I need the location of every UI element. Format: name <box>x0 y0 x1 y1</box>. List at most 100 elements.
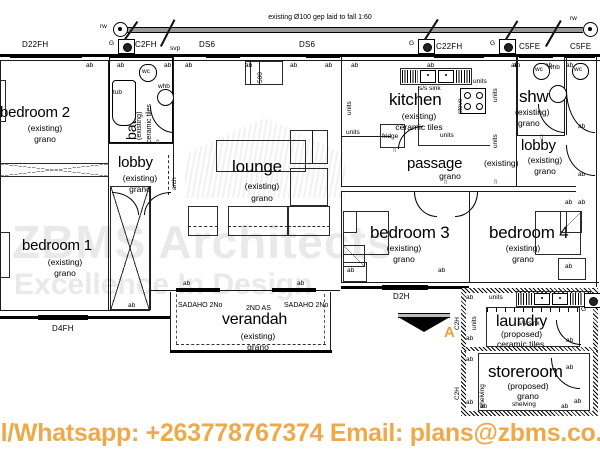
storeroom-inner-box <box>478 353 590 411</box>
wall-shw-left <box>517 57 518 135</box>
wall-bed3-left <box>341 192 342 282</box>
wall-hatch-top <box>461 288 598 293</box>
wall-verandah-right <box>330 292 331 350</box>
room-label-lounge: lounge <box>232 157 282 176</box>
fridge-label: fridge <box>382 133 399 140</box>
bed-furniture-3 <box>343 211 389 255</box>
bed4-unit <box>558 258 586 280</box>
room-finish-bedroom2: grano <box>34 134 56 144</box>
room-finish-laundry: ceramic tiles <box>497 339 545 349</box>
gully-1 <box>118 39 135 54</box>
door-swing-bed3-b[interactable] <box>414 192 437 217</box>
lounge-sofa-right-cushion <box>288 226 330 236</box>
laundry-sink-bowl-2 <box>552 293 568 305</box>
fl-shw: fl <box>540 134 544 141</box>
window-c5fe-a <box>519 54 553 58</box>
rainwater-node-left <box>113 22 128 37</box>
opening-code-ds6-a: DS6 <box>199 40 216 49</box>
ab-bl: ab <box>128 302 136 309</box>
room-label-bedroom4: bedroom 4 <box>489 223 569 242</box>
ab-t4: ab <box>185 62 193 69</box>
lounge-table <box>216 140 306 172</box>
verandah-dash-edge <box>176 344 326 345</box>
ab-v2: ab <box>297 280 305 287</box>
bed3-corner <box>343 245 365 267</box>
room-label-bedroom3: bedroom 3 <box>370 223 450 242</box>
ab-t2: ab <box>117 62 125 69</box>
wall-top-outer <box>0 54 600 57</box>
bed3-unit <box>343 262 367 282</box>
room-label-kitchen: kitchen <box>389 90 442 109</box>
bathtub-fixture <box>112 80 136 126</box>
room-finish-shw: grano <box>518 118 540 128</box>
ab-s4: ab <box>561 403 569 410</box>
room-label-lobby-right: lobby <box>521 137 556 154</box>
room-status-lobby-left: (existing) <box>122 173 158 183</box>
verandah-opening-left <box>176 288 220 292</box>
room-status-lounge: (existing) <box>244 181 280 191</box>
bed-furniture-4 <box>535 211 581 255</box>
dimension-inner-500 <box>250 61 260 85</box>
gully-label-laundry: G <box>581 306 587 313</box>
window-ds6-a <box>206 54 240 58</box>
wall-lounge-left <box>173 57 174 187</box>
kitchen-inner-line <box>418 86 419 146</box>
verandah-mid-code: 2ND AS <box>246 305 271 312</box>
stove-burner-4 <box>476 103 483 110</box>
stove-burner-3 <box>464 103 471 110</box>
units-k1: units <box>346 101 353 115</box>
fl-passage-2: fl <box>444 179 448 186</box>
ab-lr3: ab <box>578 199 586 206</box>
wall-bottom-left-inner <box>0 310 150 311</box>
wall-verandah-left <box>170 292 171 350</box>
room-finish-lobby-left: grano <box>129 184 151 194</box>
wc-label-right: wc <box>574 66 582 73</box>
wall-shw-lobby <box>517 135 565 136</box>
door-swing-bed3[interactable] <box>455 192 478 217</box>
ab-t10: ab <box>511 62 519 69</box>
room-finish-passage: grano <box>439 171 461 181</box>
contact-banner: ll/Whatsapp: +263778767374 Email: plans@… <box>0 418 600 457</box>
lounge-unit-split <box>312 130 313 164</box>
ab-s5: ab <box>574 398 582 405</box>
wc-fixture-bath <box>139 64 157 82</box>
ab-shw: ab <box>513 62 521 69</box>
ab-t5: ab <box>245 62 253 69</box>
units-k4: units <box>492 88 499 102</box>
bed-furniture-1 <box>0 232 10 278</box>
fl-label-bath: fl <box>156 139 159 147</box>
wall-verandah-top <box>150 290 340 291</box>
window-c22fh <box>434 54 484 58</box>
door-swing-shw[interactable] <box>538 104 565 133</box>
bed4-corner <box>560 211 582 233</box>
gully-label-3: G <box>490 40 496 47</box>
units-l1: units <box>489 294 503 301</box>
fl-passage-3: fl <box>494 179 498 186</box>
laundry-sink-bowl-1 <box>534 293 550 305</box>
room-finish-bedroom3: grano <box>393 254 415 264</box>
window-d2h <box>382 285 428 290</box>
tub-label: tub <box>113 89 123 96</box>
ab-s2: ab <box>466 399 474 406</box>
ab-t7: ab <box>325 62 333 69</box>
sink-label-kitchen: s/s sink <box>419 85 441 92</box>
ab-lr1: ab <box>578 123 586 130</box>
lounge-unit-bot <box>290 168 328 206</box>
wall-verandah-bottom <box>170 350 332 353</box>
wall-lounge-left-low <box>150 186 151 310</box>
gully-label-1: G <box>109 40 115 47</box>
verandah-opening-right <box>272 288 316 292</box>
laundry-sink-label: s/s sink <box>518 320 540 327</box>
window-d4fh <box>38 315 88 320</box>
ab-b4a: ab <box>565 263 573 270</box>
opening-code-d22fh: D22FH <box>22 40 49 49</box>
ab-v1: ab <box>183 280 191 287</box>
wall-kitchen-right <box>516 57 517 187</box>
contact-banner-text: ll/Whatsapp: +263778767374 Email: plans@… <box>0 419 600 447</box>
ab-t9: ab <box>427 62 435 69</box>
section-letter: A <box>444 324 455 341</box>
room-label-bedroom2: bedroom 2 <box>0 104 70 121</box>
wc-label-bath: wc <box>142 68 150 75</box>
ab-t8: ab <box>351 62 359 69</box>
verandah-right-code: SADAHO 2No <box>284 302 329 309</box>
